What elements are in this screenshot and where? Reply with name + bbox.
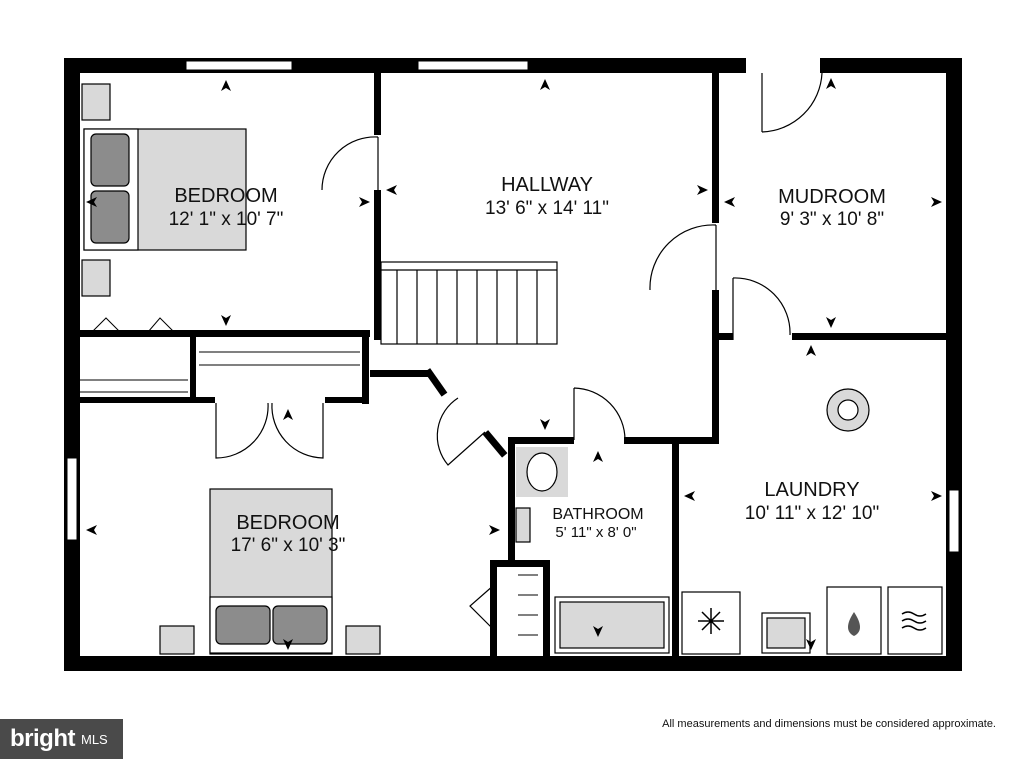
doors bbox=[215, 72, 823, 631]
bathroom-dims: 5' 11" x 8' 0" bbox=[555, 524, 636, 541]
closets bbox=[80, 317, 538, 636]
room-labels: BEDROOM 12' 1" x 10' 7" HALLWAY 13' 6" x… bbox=[169, 174, 886, 556]
laundry-name: LAUNDRY bbox=[764, 479, 859, 501]
waves-icon bbox=[901, 611, 927, 631]
fixture-icons bbox=[698, 608, 927, 636]
laundry-dims: 10' 11" x 12' 10" bbox=[745, 503, 879, 524]
furniture bbox=[81, 83, 943, 655]
mudroom-dims: 9' 3" x 10' 8" bbox=[780, 209, 884, 230]
snowflake-icon bbox=[698, 608, 724, 634]
logo-mls: MLS bbox=[80, 731, 108, 747]
disclaimer-text: All measurements and dimensions must be … bbox=[662, 718, 996, 730]
bedroom1-name: BEDROOM bbox=[174, 185, 277, 207]
direction-arrows bbox=[86, 78, 942, 650]
mudroom-name: MUDROOM bbox=[778, 186, 886, 208]
drop-icon bbox=[848, 612, 860, 636]
bedroom2-name: BEDROOM bbox=[236, 512, 339, 534]
logo-wordmark: bright bbox=[10, 725, 75, 752]
bedroom2-dims: 17' 6" x 10' 3" bbox=[231, 535, 346, 556]
bright-mls-logo: bright MLS bbox=[0, 719, 123, 759]
bathroom-name: BATHROOM bbox=[552, 506, 643, 523]
hallway-dims: 13' 6" x 14' 11" bbox=[485, 198, 609, 219]
hallway-name: HALLWAY bbox=[501, 174, 593, 196]
windows bbox=[66, 58, 960, 553]
stairs bbox=[380, 261, 558, 345]
bedroom1-dims: 12' 1" x 10' 7" bbox=[169, 209, 284, 230]
